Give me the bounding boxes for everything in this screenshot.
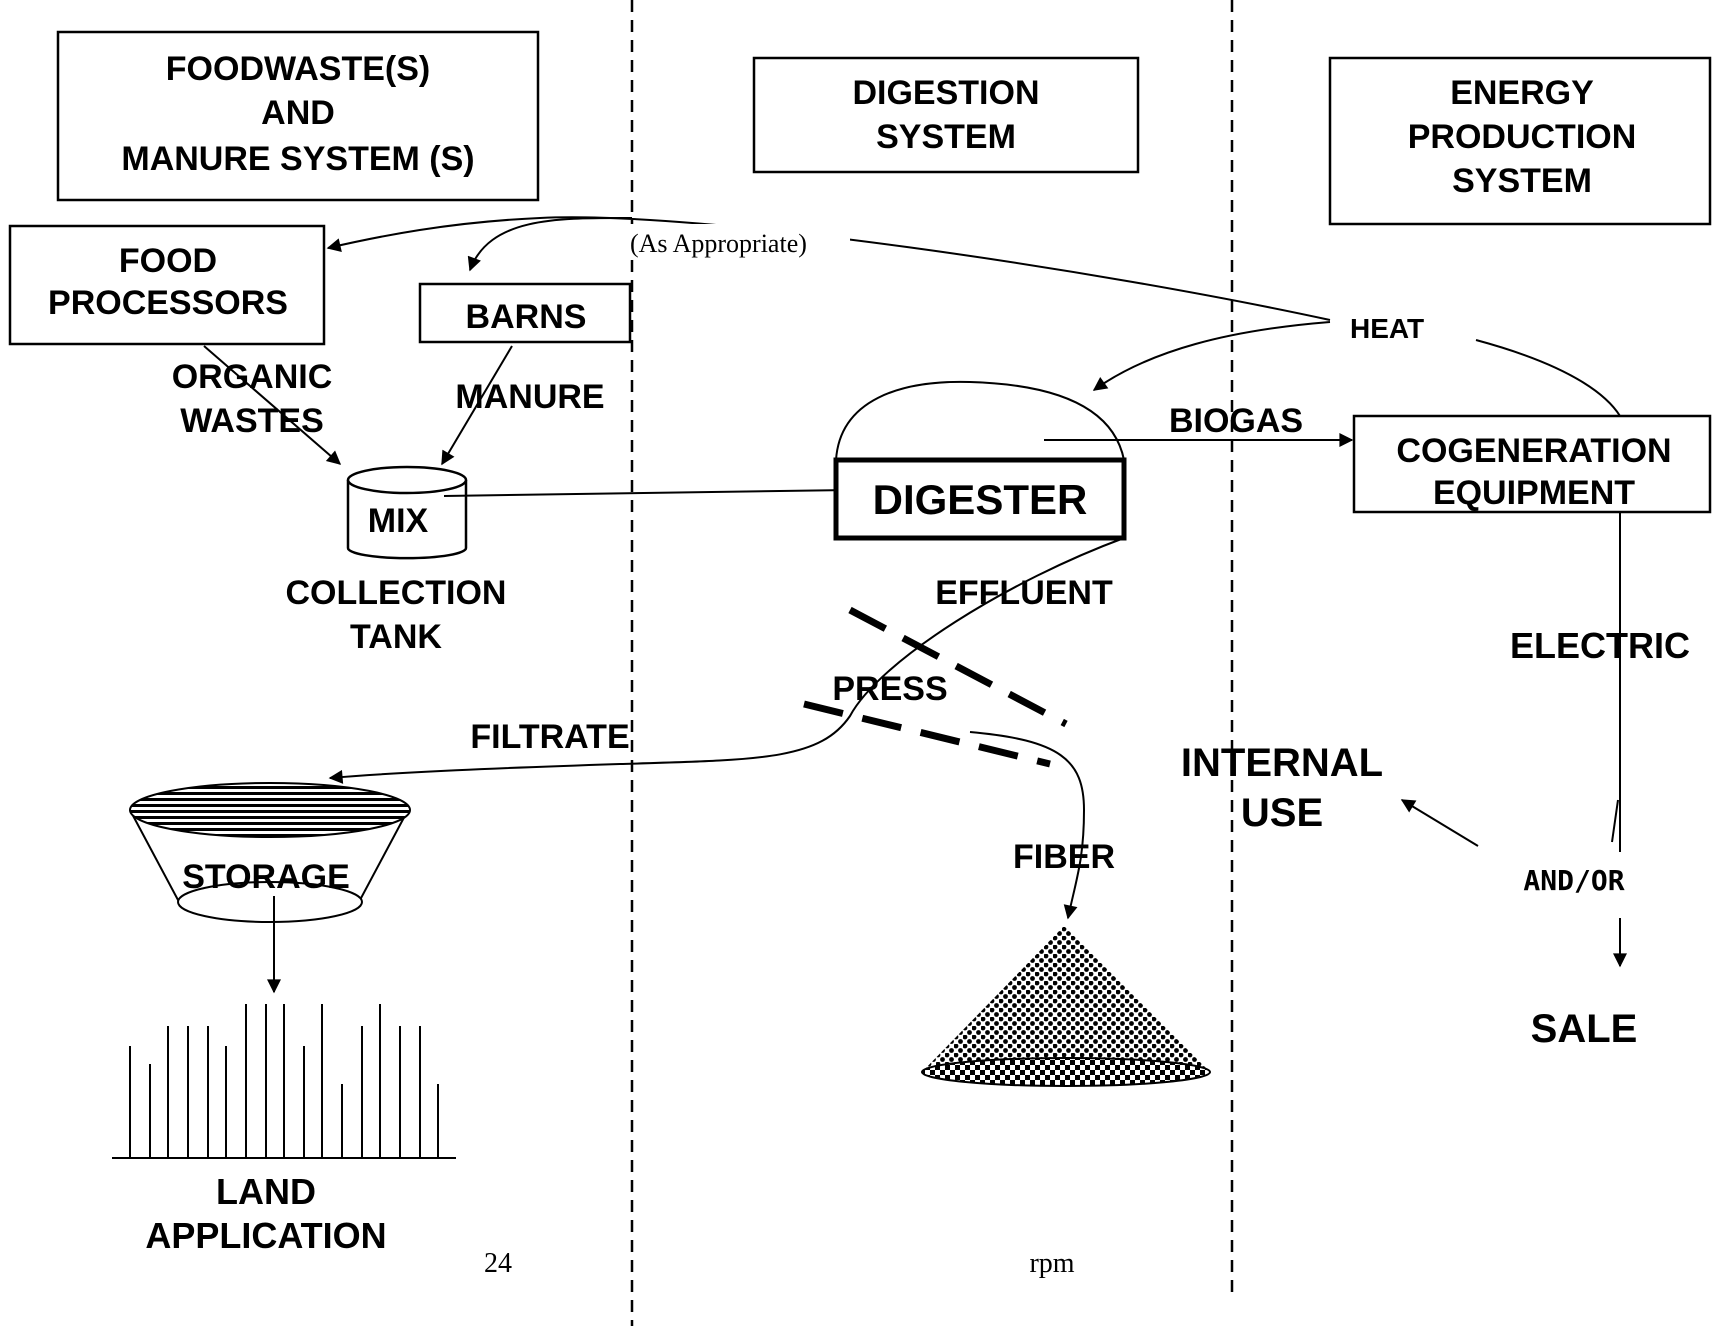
sale-label: SALE bbox=[1531, 1007, 1638, 1051]
internal-use-line2: USE bbox=[1241, 791, 1323, 835]
heat-label: HEAT bbox=[1350, 313, 1424, 344]
barns-label: BARNS bbox=[466, 298, 587, 336]
internal-use-line1: INTERNAL bbox=[1181, 741, 1383, 785]
header-energy-line2: PRODUCTION bbox=[1408, 118, 1637, 156]
cogeneration-line2: EQUIPMENT bbox=[1433, 474, 1635, 512]
heat-label-bg bbox=[1334, 304, 1476, 340]
header-foodwaste-box: FOODWASTE(S) AND MANURE SYSTEM (S) bbox=[56, 30, 540, 202]
fiber-label: FIBER bbox=[1013, 838, 1115, 876]
land-application-line1: LAND bbox=[216, 1171, 316, 1212]
collection-tank-line1: COLLECTION bbox=[286, 574, 507, 612]
header-energy-box: ENERGY PRODUCTION SYSTEM bbox=[1328, 56, 1712, 226]
effluent-label: EFFLUENT bbox=[935, 574, 1113, 612]
food-processors-line1: FOOD bbox=[119, 242, 217, 280]
press-label: PRESS bbox=[832, 670, 947, 708]
mix-to-digester-arrow bbox=[443, 483, 852, 498]
collection-tank-cylinder: MIX bbox=[346, 465, 468, 560]
storage-label: STORAGE bbox=[182, 858, 350, 896]
collection-tank-line2: TANK bbox=[350, 618, 442, 656]
organic-wastes-line2: WASTES bbox=[180, 402, 324, 440]
organic-wastes-line1: ORGANIC bbox=[172, 358, 333, 396]
electric-label: ELECTRIC bbox=[1510, 625, 1690, 666]
header-digestion-line2: SYSTEM bbox=[876, 118, 1016, 156]
organic-wastes-arrow bbox=[203, 345, 342, 465]
effluent-filtrate-arrow bbox=[328, 537, 1125, 784]
fiber-pile bbox=[921, 926, 1211, 1087]
header-foodwaste-line3: MANURE SYSTEM (S) bbox=[121, 140, 474, 178]
electric-line-tick bbox=[1611, 799, 1619, 843]
rpm-footer: rpm bbox=[1029, 1248, 1074, 1279]
biogas-label: BIOGAS bbox=[1169, 402, 1303, 440]
header-foodwaste-line1: FOODWASTE(S) bbox=[166, 50, 430, 88]
fiber-arrow bbox=[969, 731, 1086, 920]
manure-arrow bbox=[441, 345, 513, 466]
digester-vessel: DIGESTER bbox=[833, 380, 1127, 541]
heat-to-barns-arrow bbox=[467, 216, 633, 272]
as-appropriate-label: (As Appropriate) bbox=[630, 229, 807, 258]
storage-lagoon: STORAGE bbox=[129, 782, 411, 923]
heat-to-digester-arrow bbox=[1092, 321, 1331, 391]
header-energy-line1: ENERGY bbox=[1450, 74, 1594, 112]
land-application-crops-icon bbox=[112, 1004, 456, 1159]
cogeneration-equipment-box: COGENERATION EQUIPMENT bbox=[1352, 414, 1712, 514]
page-number: 24 bbox=[484, 1248, 512, 1279]
digester-label: DIGESTER bbox=[873, 476, 1088, 523]
land-application-line2: APPLICATION bbox=[145, 1215, 386, 1256]
press-symbol bbox=[803, 606, 1068, 768]
filtrate-label: FILTRATE bbox=[470, 718, 629, 756]
to-internal-use-arrow bbox=[1400, 799, 1479, 847]
header-energy-line3: SYSTEM bbox=[1452, 162, 1592, 200]
header-foodwaste-line2: AND bbox=[261, 94, 335, 132]
manure-label: MANURE bbox=[455, 378, 604, 416]
as-appropriate-bg bbox=[630, 224, 850, 258]
and-or-label: AND/OR bbox=[1523, 864, 1624, 897]
food-processors-box: FOOD PROCESSORS bbox=[8, 224, 326, 346]
cogeneration-line1: COGENERATION bbox=[1396, 432, 1671, 470]
heat-to-food-processors-arrow bbox=[326, 216, 1331, 321]
food-processors-line2: PROCESSORS bbox=[48, 284, 288, 322]
header-digestion-line1: DIGESTION bbox=[852, 74, 1039, 112]
header-digestion-box: DIGESTION SYSTEM bbox=[752, 56, 1140, 174]
barns-box: BARNS bbox=[418, 282, 632, 344]
mix-label: MIX bbox=[368, 502, 429, 540]
cogeneration-heat-line bbox=[1475, 339, 1621, 417]
